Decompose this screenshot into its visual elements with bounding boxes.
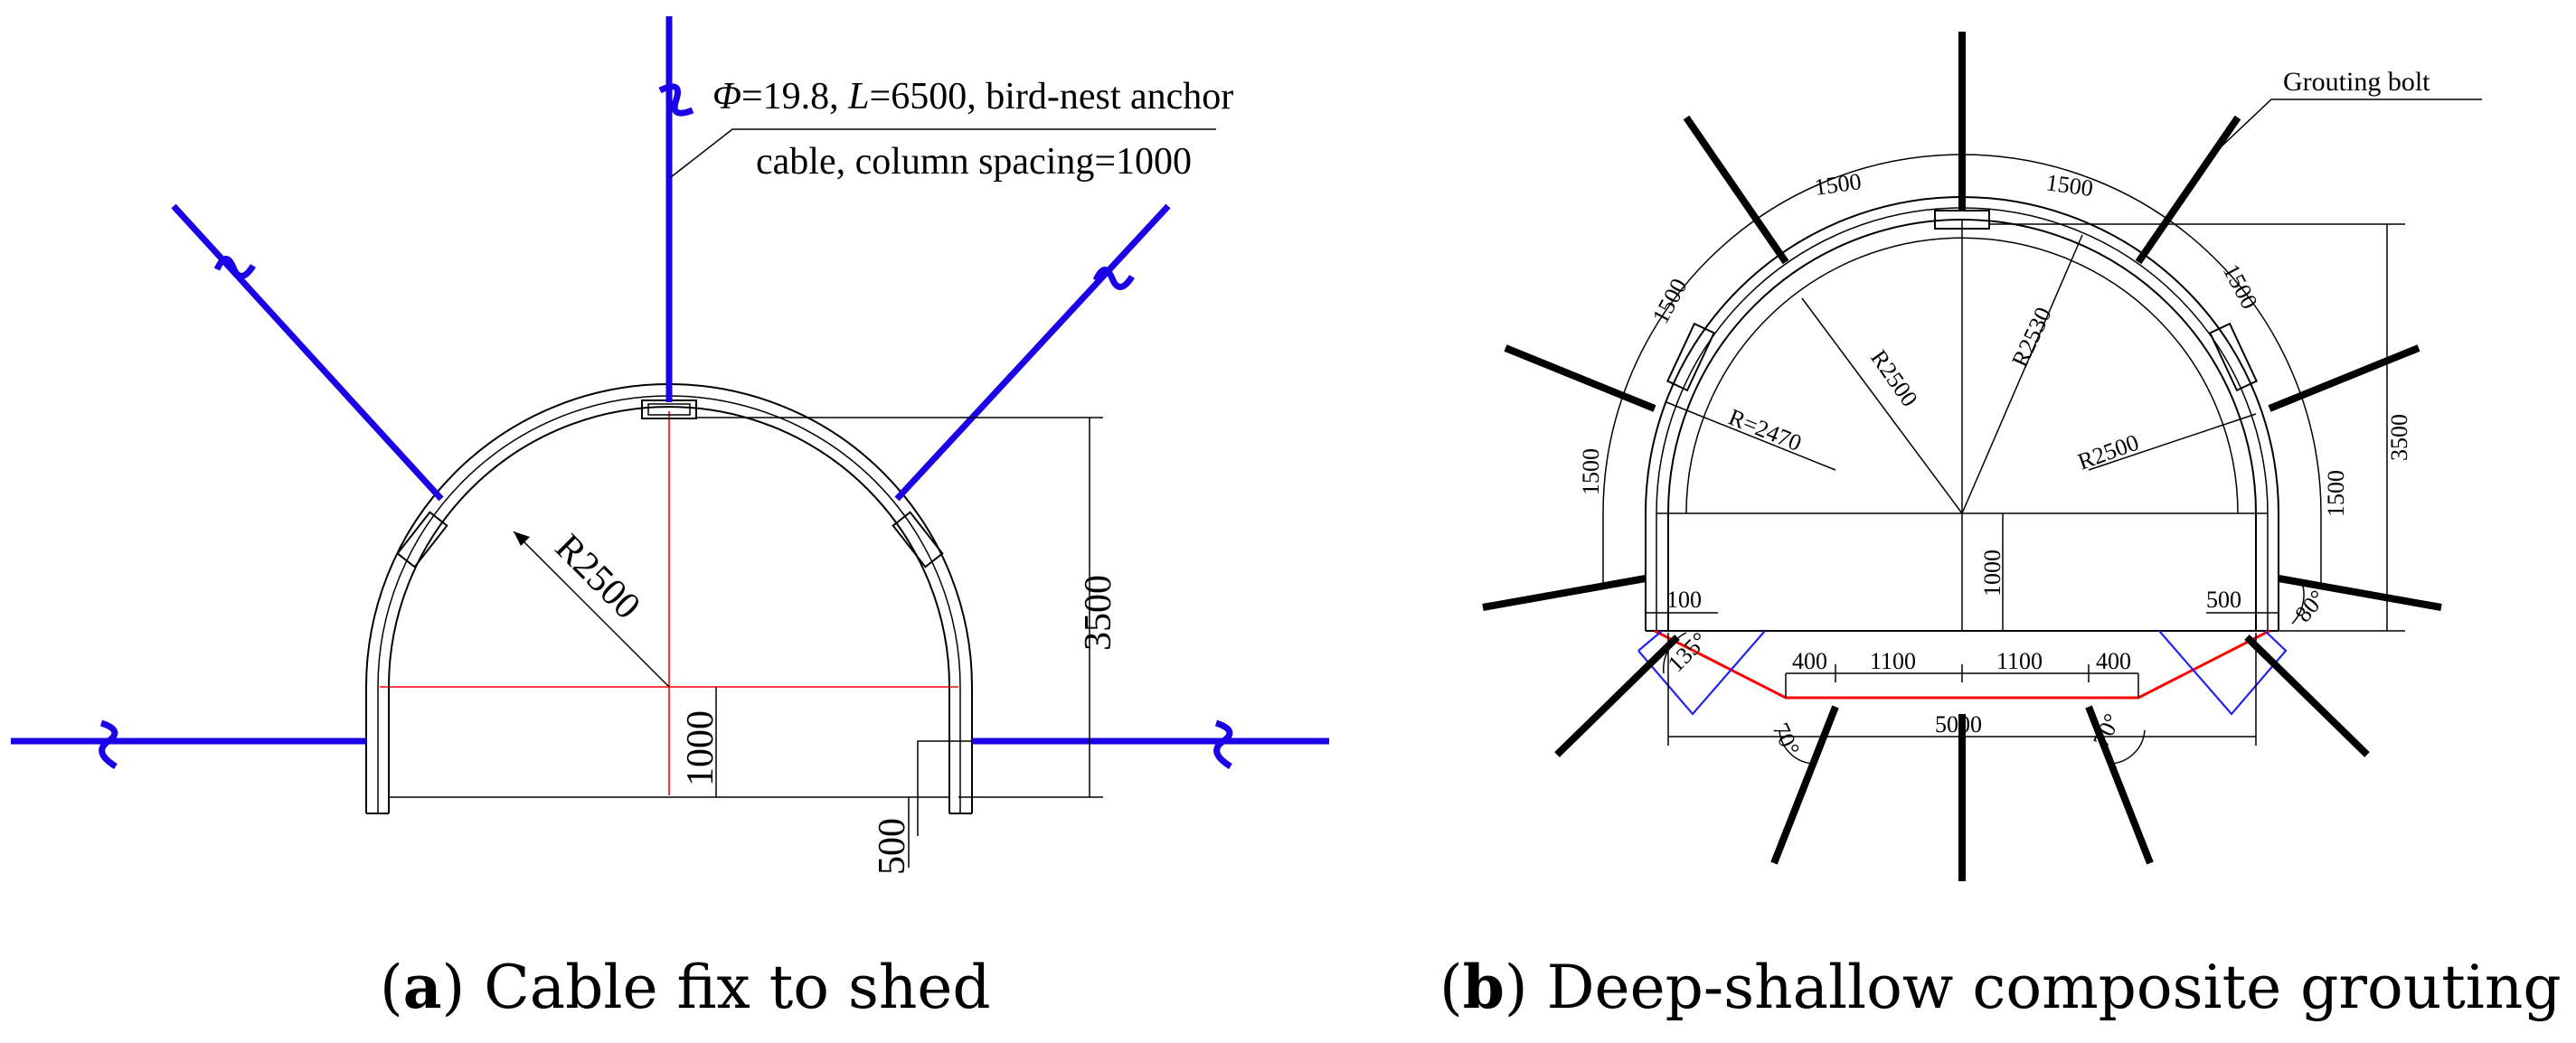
grouting-bolt-leader bbox=[2205, 99, 2482, 162]
floor-dim-label: 400 bbox=[1792, 648, 1827, 674]
radius-dimension-line bbox=[513, 531, 670, 688]
floor-dim-label: 1100 bbox=[1996, 648, 2043, 674]
right-offset-label: 500 bbox=[2206, 587, 2241, 613]
bolt-right bbox=[2268, 344, 2420, 412]
cable-spec-line2: cable, column spacing=1000 bbox=[756, 141, 1192, 183]
inverted-arch-red bbox=[1654, 629, 2270, 700]
floor-dim-label: 1100 bbox=[1870, 648, 1916, 674]
radius-label: R=2470 bbox=[1725, 404, 1806, 456]
anchor-cables bbox=[11, 16, 1329, 769]
break-symbol bbox=[1092, 267, 1135, 290]
bolt-floor-left bbox=[1554, 634, 1680, 757]
cable-spec-line1: Φ=19.8, L=6500, bird-nest anchor bbox=[712, 76, 1233, 117]
cable-upper-left bbox=[171, 203, 444, 502]
offset-dimension-line bbox=[908, 740, 972, 868]
break-symbol bbox=[658, 83, 694, 117]
wall-height-label: 1000 bbox=[680, 710, 722, 786]
radius-leader bbox=[1665, 401, 1836, 471]
arc-label: 1500 bbox=[1647, 274, 1693, 328]
bolt-upper-right bbox=[2135, 115, 2241, 265]
bolt-floor-inner-left bbox=[1770, 705, 1839, 865]
right-clamp bbox=[2209, 322, 2258, 392]
bolt-floor-inner-right bbox=[2085, 705, 2154, 865]
break-symbol bbox=[1213, 719, 1233, 769]
radius-label: R2500 bbox=[2074, 429, 2142, 475]
bolt-left bbox=[1504, 344, 1656, 412]
angle-label: 80° bbox=[2289, 585, 2331, 627]
bolt-floor-right bbox=[2244, 634, 2370, 757]
arc-label: 1500 bbox=[1578, 448, 1604, 495]
left-blue-cutout bbox=[1637, 630, 1766, 716]
arc-spacing-dimension bbox=[1602, 154, 2322, 586]
angle-label: 70° bbox=[1768, 719, 1806, 759]
offset-label: 500 bbox=[872, 818, 913, 875]
panel-b: 1500 1500 1500 1500 1500 1500 R2500 R253… bbox=[1439, 32, 2562, 1022]
height-label: 3500 bbox=[2386, 414, 2412, 461]
caption-b: (b) Deep-shallow composite grouting bbox=[1439, 952, 2562, 1022]
grouting-bolts bbox=[1482, 32, 2442, 881]
left-offset-label: 100 bbox=[1666, 587, 1702, 613]
radius-leader bbox=[2088, 413, 2257, 471]
panel-a: Φ=19.8, L=6500, bird-nest anchor cable, … bbox=[11, 16, 1329, 1022]
bolt-lower-left bbox=[1482, 575, 1647, 611]
radius-label: R2500 bbox=[1865, 345, 1923, 411]
arc-label: 1500 bbox=[2044, 169, 2095, 202]
arc-label: 1500 bbox=[2323, 470, 2349, 517]
radius-label: R2500 bbox=[547, 527, 648, 628]
radius-label: R2530 bbox=[2006, 303, 2057, 371]
break-symbol bbox=[99, 719, 118, 769]
angle-label: 135° bbox=[1663, 627, 1713, 677]
grouting-bolt-label: Grouting bolt bbox=[2283, 67, 2430, 97]
arc-label: 1500 bbox=[2218, 259, 2263, 314]
right-blue-cutout bbox=[2158, 630, 2288, 716]
left-clamp bbox=[396, 511, 448, 568]
right-clamp bbox=[892, 511, 944, 568]
left-clamp bbox=[1666, 322, 1715, 392]
floor-dim-label: 400 bbox=[2096, 648, 2131, 674]
caption-a: (a) Cable fix to shed bbox=[380, 952, 991, 1022]
arc-label: 1500 bbox=[1813, 168, 1864, 201]
cable-upper-right bbox=[894, 203, 1171, 502]
bolt-lower-right bbox=[2278, 575, 2442, 611]
break-symbol bbox=[213, 256, 256, 279]
annotation-leader bbox=[670, 128, 1216, 178]
wall-height-label: 1000 bbox=[1979, 550, 2005, 597]
height-label: 3500 bbox=[1078, 575, 1119, 651]
radius-leader bbox=[1961, 234, 2083, 514]
radius-leader bbox=[1801, 297, 1963, 514]
bolt-upper-left bbox=[1683, 115, 1789, 265]
width-label: 5000 bbox=[1935, 711, 1982, 738]
